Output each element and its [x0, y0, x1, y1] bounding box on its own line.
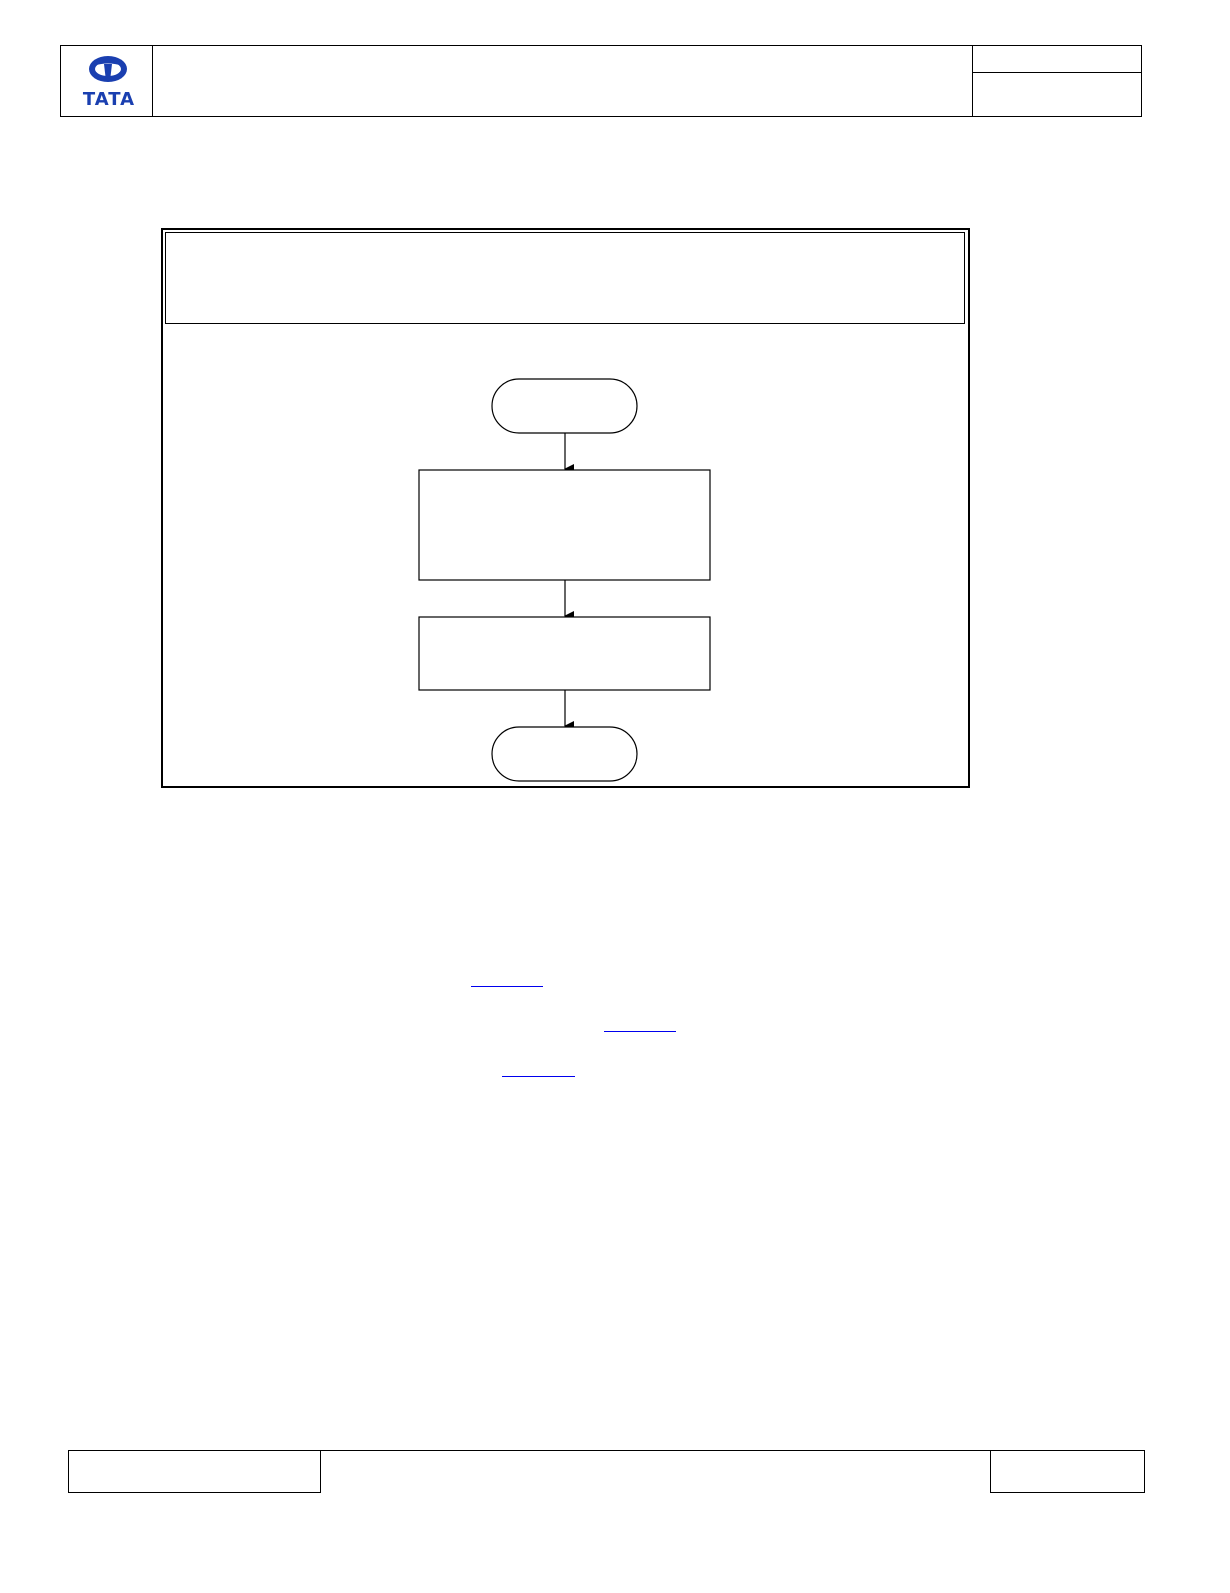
document-link-1[interactable] [471, 986, 543, 988]
footer-right-cell [990, 1450, 1145, 1493]
flowchart-start-node [491, 378, 638, 434]
document-link-2[interactable] [604, 1031, 676, 1033]
footer-left-cell [68, 1450, 321, 1493]
flowchart-end-node [491, 726, 638, 782]
flowchart-process-node-1 [418, 469, 711, 581]
flowchart [418, 378, 711, 782]
diagram-frame [161, 228, 970, 788]
header-title-cell [153, 45, 973, 117]
logo-wordmark: TATA [82, 89, 136, 110]
header-logo-cell: TATA [60, 45, 153, 117]
footer-middle-line [320, 1450, 992, 1451]
tata-logo [89, 56, 127, 82]
flowchart-process-node-2 [418, 616, 711, 691]
header-table [60, 45, 1142, 117]
document-link-3[interactable] [502, 1076, 575, 1078]
header-meta-cell-top [973, 45, 1142, 73]
diagram-title-box [165, 232, 965, 324]
tata-logo-emblem [89, 56, 127, 82]
